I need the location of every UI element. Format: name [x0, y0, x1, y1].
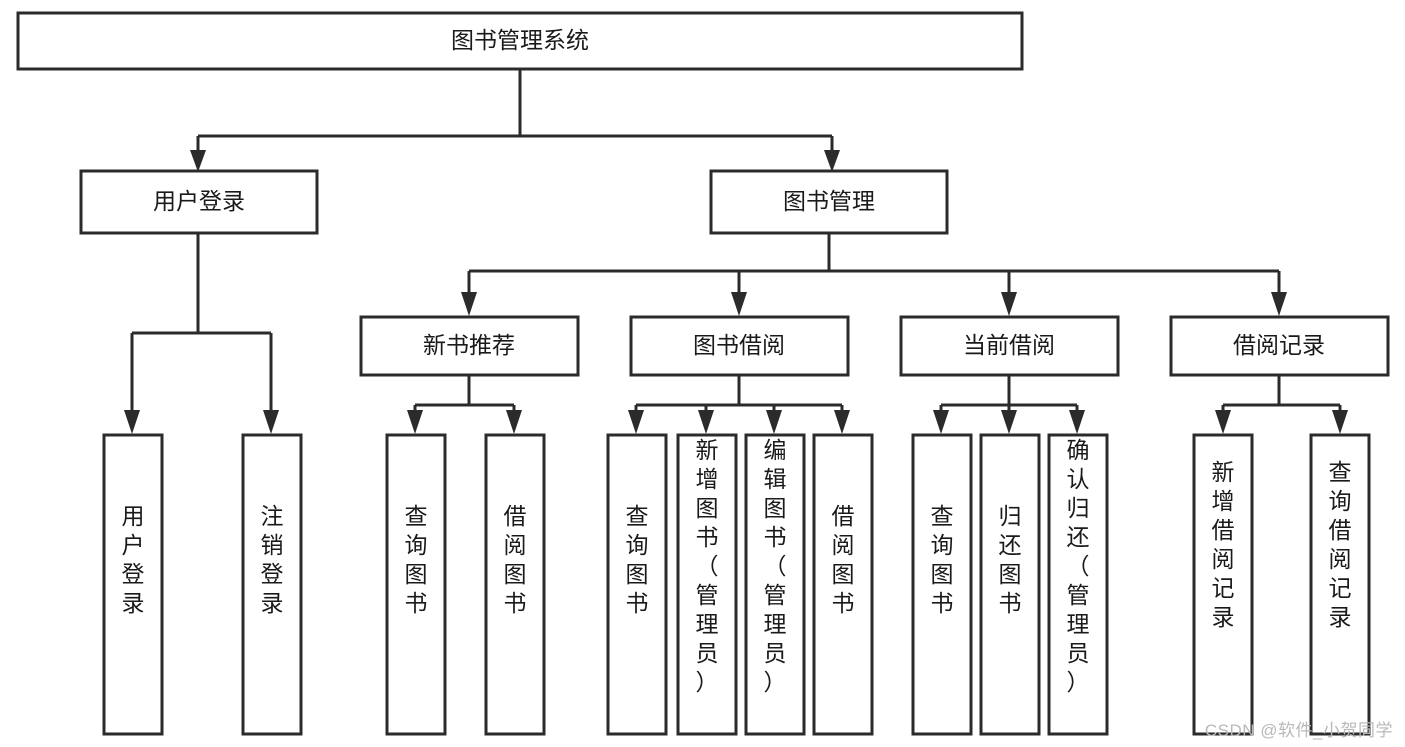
leaf-query-book-borrow[interactable]: 查询图书 [606, 433, 668, 736]
leaf-logout[interactable]: 注销登录 [241, 433, 303, 736]
node-new-book-recommend[interactable]: 新书推荐 [359, 315, 580, 377]
leaf-return-book[interactable]: 归还图书 [979, 433, 1041, 736]
arrow-to-leaf-query-book-3 [933, 410, 949, 434]
edge-borrowrecord-to-leaves [1221, 375, 1342, 418]
leaf-add-book-admin[interactable]: 新增图书（管理员） [676, 433, 738, 736]
leaf-borrow-book-recommend[interactable]: 借阅图书 [484, 433, 546, 736]
node-borrow-record[interactable]: 借阅记录 [1169, 315, 1390, 377]
edge-root-to-bus [196, 69, 834, 158]
leaf-label-borrow-book-1: 借阅图书 [504, 503, 527, 616]
arrow-to-leaf-logout [263, 410, 279, 434]
node-label-book-management: 图书管理 [783, 188, 875, 214]
arrow-to-leaf-user-login [124, 410, 140, 434]
node-label-borrow-record: 借阅记录 [1233, 332, 1325, 358]
node-root-book-management-system[interactable]: 图书管理系统 [16, 11, 1024, 71]
node-label-current-borrow: 当前借阅 [963, 332, 1055, 358]
node-label-root: 图书管理系统 [451, 27, 589, 53]
node-book-borrow[interactable]: 图书借阅 [629, 315, 850, 377]
leaf-borrow-book-borrow[interactable]: 借阅图书 [812, 433, 874, 736]
leaf-edit-book-admin[interactable]: 编辑图书（管理员） [744, 433, 806, 736]
node-label-new-book-recommend: 新书推荐 [423, 332, 515, 358]
arrow-to-leaf-add-book [698, 410, 714, 434]
arrow-to-leaf-return-book [1001, 410, 1017, 434]
leaf-label-add-book-admin: 新增图书（管理员） [696, 437, 719, 695]
node-current-borrow[interactable]: 当前借阅 [899, 315, 1120, 377]
arrow-to-leaf-query-record [1332, 410, 1348, 434]
arrow-to-leaf-borrow-book-2 [834, 410, 850, 434]
leaf-label-confirm-return-admin: 确认归还（管理员） [1067, 437, 1090, 695]
arrow-to-leaf-query-book-2 [628, 410, 644, 434]
leaf-confirm-return-admin[interactable]: 确认归还（管理员） [1047, 433, 1109, 736]
leaf-user-login[interactable]: 用户登录 [102, 433, 164, 736]
leaf-label-edit-book-admin: 编辑图书（管理员） [764, 437, 787, 695]
leaf-label-query-borrow-record: 查询借阅记录 [1329, 459, 1352, 630]
leaf-query-book-current[interactable]: 查询图书 [911, 433, 973, 736]
arrow-to-current-borrow [1001, 292, 1017, 316]
node-user-login[interactable]: 用户登录 [79, 169, 319, 235]
leaf-query-book-recommend[interactable]: 查询图书 [385, 433, 447, 736]
edge-newbook-to-leaves [413, 375, 516, 418]
edge-bookmanagement-to-bus [467, 233, 1281, 300]
arrow-to-book-management [824, 150, 840, 172]
arrow-to-leaf-confirm-return [1069, 410, 1085, 434]
leaf-label-user-login: 用户登录 [122, 503, 145, 616]
arrow-to-leaf-borrow-book-1 [506, 410, 522, 434]
arrow-to-book-borrow [731, 292, 747, 316]
leaf-label-return-book: 归还图书 [999, 503, 1022, 616]
leaf-label-query-book-1: 查询图书 [405, 503, 428, 616]
edge-userlogin-to-bus [130, 233, 273, 418]
leaf-label-query-book-2: 查询图书 [626, 503, 649, 616]
arrow-to-leaf-edit-book [766, 410, 782, 434]
connector-layer [124, 69, 1348, 434]
arrow-to-leaf-query-book-1 [407, 410, 423, 434]
arrow-to-user-login [190, 150, 206, 172]
arrow-to-borrow-record [1271, 292, 1287, 316]
leaf-label-add-borrow-record: 新增借阅记录 [1212, 459, 1235, 630]
arrow-to-new-book-recommend [461, 292, 477, 316]
node-label-user-login: 用户登录 [153, 188, 245, 214]
leaf-label-query-book-3: 查询图书 [931, 503, 954, 616]
csdn-watermark: CSDN @软件_小贺同学 [1204, 721, 1393, 740]
leaf-label-logout: 注销登录 [261, 503, 284, 616]
leaf-add-borrow-record[interactable]: 新增借阅记录 [1192, 433, 1254, 736]
leaf-label-borrow-book-2: 借阅图书 [832, 503, 855, 616]
arrow-to-leaf-add-record [1215, 410, 1231, 434]
edge-bookborrow-to-leaves [634, 375, 844, 418]
leaf-query-borrow-record[interactable]: 查询借阅记录 [1309, 433, 1371, 736]
node-book-management[interactable]: 图书管理 [709, 169, 949, 235]
node-label-book-borrow: 图书借阅 [693, 332, 785, 358]
